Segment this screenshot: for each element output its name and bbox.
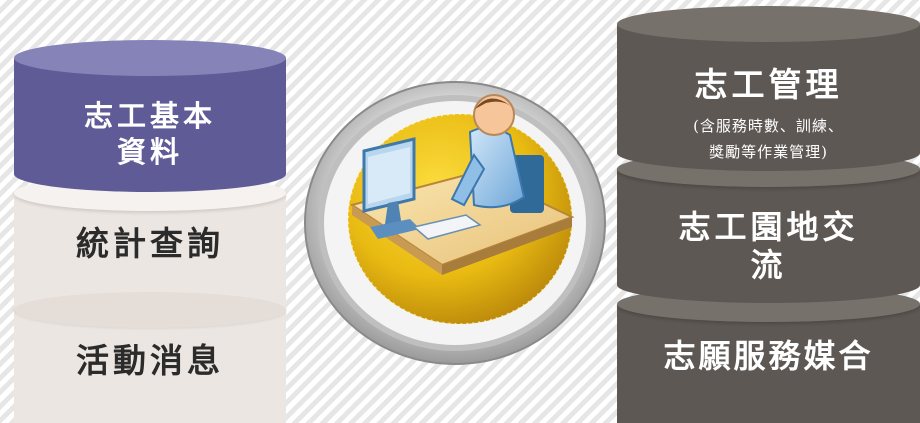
volunteer-community-cylinder[interactable]: 志工園地交 流 — [617, 151, 920, 303]
statistics-query-cylinder[interactable]: 統計查詢 — [14, 175, 286, 328]
volunteer-management-title: 志工管理 — [694, 65, 843, 104]
volunteer-management-detail-line2: 獎勵等作業管理) — [709, 143, 828, 161]
activity-news-label: 活動消息 — [76, 341, 224, 380]
statistics-query-label: 統計查詢 — [76, 224, 224, 263]
left-cylinder-stack: 活動消息 統計查詢 志工基本 資料 — [14, 40, 286, 423]
right-cylinder-stack: 志願服務媒合 志工園地交 流 志工管理 (含服務時數、訓練、 獎勵等作業管理) — [617, 6, 920, 423]
volunteer-management-detail-line1: (含服務時數、訓練、 — [693, 117, 844, 135]
volunteer-community-label-line1: 志工園地交 — [678, 208, 859, 246]
center-user-icon-disc — [304, 81, 606, 365]
volunteer-matching-cylinder[interactable]: 志願服務媒合 — [617, 286, 920, 423]
basic-info-label-line1: 志工基本 — [83, 99, 216, 133]
basic-info-cylinder[interactable]: 志工基本 資料 — [14, 40, 286, 192]
volunteer-matching-label: 志願服務媒合 — [663, 337, 874, 375]
volunteer-management-cylinder[interactable]: 志工管理 (含服務時數、訓練、 獎勵等作業管理) — [617, 6, 920, 171]
basic-info-label-line2: 資料 — [116, 135, 183, 169]
volunteer-community-label-line2: 流 — [750, 246, 787, 284]
